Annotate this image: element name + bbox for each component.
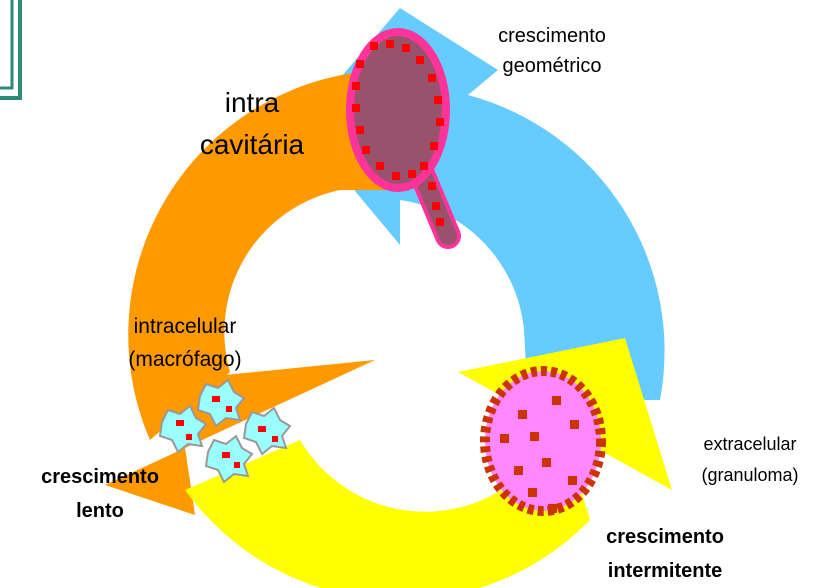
label-slow-line1: crescimento	[41, 466, 159, 488]
label-intermittent-line2: intermitente	[608, 560, 722, 582]
frame-fragment	[0, 0, 20, 98]
label-intermittent-line1: crescimento	[606, 526, 724, 548]
label-intracellular-line1: intracelular	[134, 315, 237, 338]
label-extracellular-line1: extracelular	[703, 434, 796, 454]
label-geometric-line1: crescimento	[498, 25, 606, 47]
label-cavity-line1: intra	[225, 87, 280, 118]
label-slow-line2: lento	[76, 500, 124, 522]
label-extracellular-line2: (granuloma)	[701, 465, 798, 485]
label-geometric-line2: geométrico	[503, 55, 602, 77]
label-cavity-line2: cavitária	[200, 129, 305, 160]
label-intracellular-line2: (macrófago)	[128, 348, 241, 371]
